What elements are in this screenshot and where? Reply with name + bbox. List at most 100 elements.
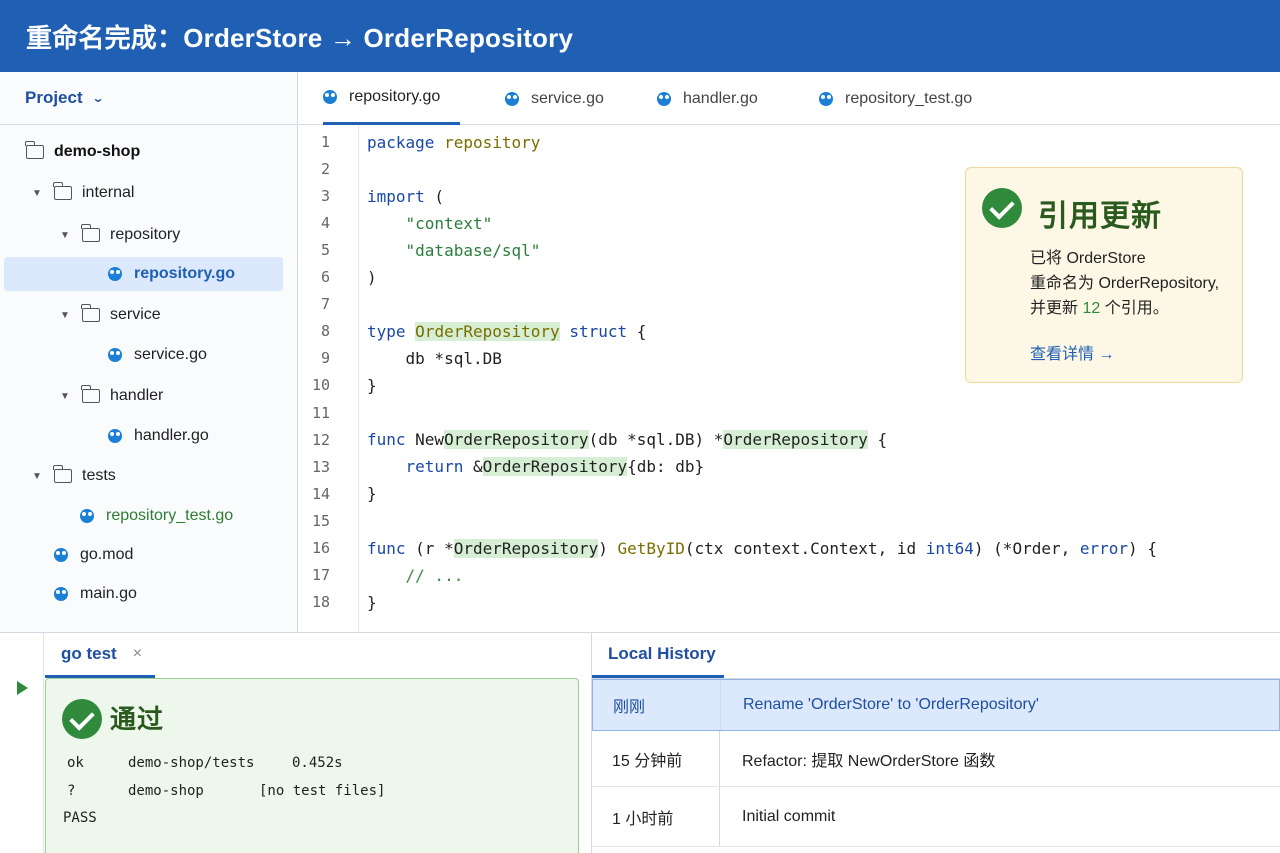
bottom-tool-panels: go test × 通过 ok demo-shop/tests 0.452s ?… <box>0 632 1280 853</box>
expand-arrow-icon[interactable]: ▼ <box>60 309 70 321</box>
code-token <box>406 322 416 341</box>
output-col-1: PASS <box>63 810 97 826</box>
code-editor[interactable]: package repository import ( "context" "d… <box>367 125 1267 632</box>
expand-arrow-icon[interactable]: ▼ <box>60 229 70 241</box>
code-line[interactable]: db *sql.DB <box>367 349 502 368</box>
tree-item-repository[interactable]: ▼ repository <box>58 218 180 252</box>
expand-arrow-icon[interactable]: ▼ <box>32 187 42 199</box>
code-token: return <box>405 457 464 476</box>
go-file-icon <box>505 91 519 106</box>
renamed-symbol-highlight: OrderRepository <box>453 539 599 558</box>
tab-label: handler.go <box>683 89 758 107</box>
code-line[interactable]: import ( <box>367 183 444 210</box>
output-col-1: ? <box>67 783 76 799</box>
code-token: int64 <box>925 539 974 558</box>
tree-item-main-go[interactable]: main.go <box>54 577 137 611</box>
line-number: 12 <box>311 431 330 449</box>
tab-go-test[interactable]: go test × <box>45 633 155 678</box>
tree-item-service[interactable]: ▼ service <box>58 298 161 332</box>
history-row[interactable]: 1 小时前 Initial commit <box>592 787 1280 847</box>
tree-item-handler-go[interactable]: handler.go <box>108 419 209 453</box>
history-row[interactable]: 刚刚 Rename 'OrderStore' to 'OrderReposito… <box>592 679 1280 731</box>
tree-item-demo-shop[interactable]: demo-shop <box>25 135 141 169</box>
code-line[interactable]: func (r *OrderRepository) GetByID(ctx co… <box>367 535 1157 562</box>
code-line[interactable]: "database/sql" <box>367 241 541 260</box>
code-line[interactable]: } <box>367 376 377 395</box>
tree-item-label: handler <box>110 387 164 404</box>
go-file-icon <box>80 509 94 523</box>
code-token: struct <box>569 322 628 341</box>
folder-icon <box>81 304 100 322</box>
tree-item-label: service <box>110 306 161 323</box>
tree-item-label: tests <box>82 467 116 484</box>
code-token: func <box>367 430 406 449</box>
notification-line: 已将 OrderStore <box>1030 250 1146 267</box>
tab-label: go test <box>61 644 117 663</box>
line-number: 5 <box>320 241 330 259</box>
output-col-1: ok <box>67 755 84 771</box>
folder-icon <box>81 224 100 242</box>
go-file-icon <box>54 548 68 562</box>
code-token: ) <box>598 539 618 558</box>
history-message: Initial commit <box>742 807 836 825</box>
code-line[interactable]: } <box>367 484 377 503</box>
history-time: 1 小时前 <box>592 787 720 846</box>
tree-item-handler[interactable]: ▼ handler <box>58 379 163 413</box>
folder-icon <box>25 141 44 159</box>
tree-item-label: go.mod <box>80 546 134 563</box>
view-details-link[interactable]: 查看详情 → <box>1030 346 1115 363</box>
tree-item-internal[interactable]: ▼ internal <box>30 176 134 210</box>
code-line[interactable]: "context" <box>367 214 493 233</box>
tree-item-go-mod[interactable]: go.mod <box>54 538 133 572</box>
tree-item-repository-test-go[interactable]: repository_test.go <box>80 499 233 533</box>
panel-divider[interactable] <box>591 633 592 853</box>
code-line[interactable]: // ... <box>367 566 464 585</box>
tab-handler-go[interactable]: handler.go <box>657 72 758 125</box>
editor-tab-bar: repository.go service.go handler.go repo… <box>299 72 1280 125</box>
tab-repository-go[interactable]: repository.go <box>323 72 461 125</box>
test-result-panel: 通过 ok demo-shop/tests 0.452s ? demo-shop… <box>45 678 579 853</box>
code-token: repository <box>434 133 541 152</box>
history-row[interactable]: 15 分钟前 Refactor: 提取 NewOrderStore 函数 <box>592 731 1280 787</box>
code-token: type <box>367 322 406 341</box>
tree-item-label: service.go <box>134 346 207 363</box>
code-line[interactable]: return &OrderRepository{db: db} <box>367 453 704 480</box>
code-line[interactable]: ) <box>367 268 377 287</box>
tree-item-service-go[interactable]: service.go <box>108 338 207 372</box>
line-number: 9 <box>320 349 330 367</box>
output-col-2: demo-shop/tests <box>128 755 255 771</box>
tab-local-history[interactable]: Local History <box>592 633 724 678</box>
line-number: 14 <box>311 485 330 503</box>
close-icon[interactable]: × <box>132 645 143 662</box>
tab-service-go[interactable]: service.go <box>505 72 604 125</box>
expand-arrow-icon[interactable]: ▼ <box>32 470 42 482</box>
notification-title: 引用更新 <box>1038 200 1162 233</box>
folder-icon <box>53 182 72 200</box>
folder-icon <box>81 385 100 403</box>
tree-item-tests[interactable]: ▼ tests <box>30 459 116 493</box>
code-token: (db *sql.DB) * <box>588 430 724 449</box>
code-line[interactable]: type OrderRepository struct { <box>367 318 646 345</box>
line-number: 18 <box>311 593 330 611</box>
tab-repository-test-go[interactable]: repository_test.go <box>819 72 972 125</box>
code-line[interactable]: package repository <box>367 129 540 156</box>
tree-item-label: main.go <box>80 585 137 602</box>
notification-body: 已将 OrderStore 重命名为 OrderRepository, 并更新 … <box>1030 246 1240 321</box>
expand-arrow-icon[interactable]: ▼ <box>60 390 70 402</box>
code-line[interactable]: func NewOrderRepository(db *sql.DB) *Ord… <box>367 426 887 453</box>
tree-item-repository-go[interactable]: repository.go <box>4 257 283 291</box>
project-view-selector[interactable]: Project ⌄ <box>0 72 297 125</box>
notification-text: 并更新 <box>1030 300 1083 317</box>
tree-item-label: repository <box>110 226 181 243</box>
tab-label: repository_test.go <box>845 89 973 107</box>
code-line[interactable]: } <box>367 593 377 612</box>
play-icon[interactable] <box>17 681 28 695</box>
folder-icon <box>53 465 72 483</box>
check-circle-icon <box>62 699 102 739</box>
code-token: func <box>367 539 406 558</box>
tree-item-label: demo-shop <box>54 143 141 160</box>
line-number: 4 <box>320 214 330 232</box>
output-col-3: 0.452s <box>292 755 343 771</box>
project-sidebar: Project ⌄ demo-shop ▼ internal ▼ reposit… <box>0 72 298 632</box>
window-title: 重命名完成：OrderStore → OrderRepository <box>26 22 574 53</box>
